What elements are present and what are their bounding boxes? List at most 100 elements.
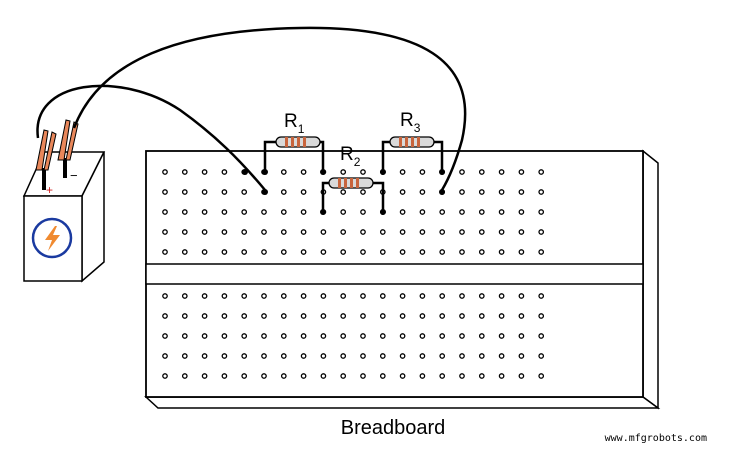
breadboard-hole [399, 189, 406, 195]
breadboard-hole [478, 333, 485, 339]
breadboard-hole [300, 229, 307, 235]
breadboard-hole [320, 353, 327, 359]
breadboard-hole [261, 373, 267, 379]
breadboard-hole [162, 249, 168, 255]
breadboard-hole [221, 169, 228, 175]
breadboard-hole [280, 229, 287, 235]
breadboard-hole [379, 229, 386, 235]
breadboard-hole [399, 229, 406, 235]
breadboard-hole [379, 373, 386, 379]
resistor-r3 [389, 136, 435, 148]
breadboard-hole [498, 353, 505, 359]
breadboard-hole [221, 249, 228, 255]
breadboard-hole [320, 293, 327, 299]
breadboard-hole [241, 353, 248, 359]
r1-label: R1 [284, 111, 305, 136]
breadboard-hole [221, 209, 228, 215]
breadboard-hole [221, 313, 228, 319]
breadboard-hole [221, 229, 228, 235]
breadboard-hole [162, 313, 168, 319]
breadboard-hole [399, 293, 406, 299]
breadboard-hole [181, 169, 188, 175]
breadboard-hole [538, 209, 545, 215]
breadboard-hole [439, 209, 446, 215]
breadboard-hole [498, 333, 505, 339]
breadboard-hole [181, 209, 188, 215]
breadboard-hole [360, 333, 366, 339]
breadboard-hole [518, 209, 525, 215]
breadboard-hole [241, 293, 248, 299]
breadboard-hole [241, 209, 248, 215]
breadboard-hole [459, 189, 465, 195]
breadboard-hole [419, 313, 426, 319]
breadboard-hole [241, 229, 248, 235]
breadboard-hole [221, 353, 228, 359]
breadboard-hole [419, 373, 426, 379]
breadboard-hole [498, 373, 505, 379]
breadboard-hole [399, 313, 406, 319]
breadboard-hole [538, 313, 545, 319]
breadboard-hole [162, 189, 168, 195]
breadboard-side [642, 149, 659, 410]
breadboard-hole [478, 209, 485, 215]
breadboard-hole [261, 333, 267, 339]
breadboard-hole [538, 293, 545, 299]
breadboard-hole [360, 169, 366, 175]
breadboard-hole [399, 353, 406, 359]
breadboard-hole [241, 313, 248, 319]
breadboard-hole [399, 209, 406, 215]
breadboard-hole [201, 249, 208, 255]
breadboard-hole [419, 189, 426, 195]
breadboard-hole [360, 189, 366, 195]
breadboard-hole [340, 333, 347, 339]
breadboard-hole [518, 333, 525, 339]
wire-negative [72, 26, 467, 191]
breadboard-hole [498, 293, 505, 299]
breadboard-hole [379, 333, 386, 339]
breadboard-hole [280, 333, 287, 339]
breadboard-hole [181, 249, 188, 255]
breadboard-hole [538, 249, 545, 255]
breadboard-hole [459, 373, 465, 379]
breadboard-hole [379, 249, 386, 255]
breadboard-hole [201, 229, 208, 235]
breadboard-hole [300, 249, 307, 255]
breadboard-hole [439, 293, 446, 299]
breadboard-hole [518, 313, 525, 319]
breadboard-center-channel [145, 263, 644, 285]
breadboard-hole [538, 229, 545, 235]
breadboard-hole [162, 333, 168, 339]
r2-label: R2 [340, 144, 361, 169]
breadboard-hole [280, 249, 287, 255]
breadboard-hole [162, 353, 168, 359]
breadboard-hole [280, 293, 287, 299]
breadboard-hole [379, 313, 386, 319]
breadboard-hole [478, 229, 485, 235]
breadboard-bottom [144, 396, 661, 409]
battery-negative-label: − [70, 168, 78, 183]
breadboard-hole [340, 249, 347, 255]
breadboard-hole [181, 313, 188, 319]
breadboard-hole [459, 353, 465, 359]
breadboard-hole [181, 229, 188, 235]
breadboard-hole [241, 333, 248, 339]
breadboard-hole [201, 353, 208, 359]
breadboard-hole [360, 293, 366, 299]
breadboard-hole [162, 229, 168, 235]
breadboard-hole [320, 249, 327, 255]
breadboard-hole [300, 373, 307, 379]
breadboard-hole [419, 353, 426, 359]
breadboard-hole [399, 169, 406, 175]
breadboard-hole [439, 353, 446, 359]
breadboard-hole [478, 373, 485, 379]
watermark: www.mfgrobots.com [604, 433, 707, 444]
breadboard-hole [300, 209, 307, 215]
breadboard-hole [439, 249, 446, 255]
breadboard-hole [478, 293, 485, 299]
breadboard-hole [538, 333, 545, 339]
breadboard-hole [360, 373, 366, 379]
breadboard-hole [340, 373, 347, 379]
breadboard-hole [261, 249, 267, 255]
breadboard-hole [280, 209, 287, 215]
battery-positive-label: + [46, 183, 53, 197]
